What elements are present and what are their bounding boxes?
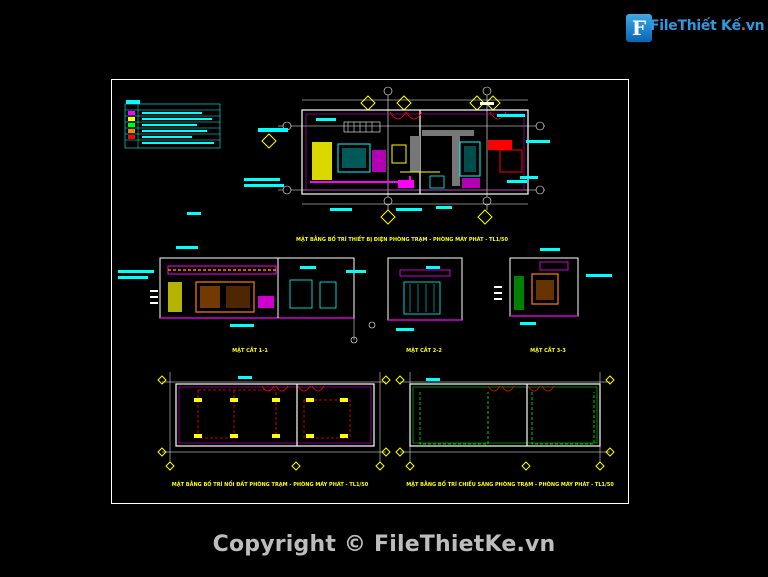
logo-wordmark: FileThiết Kế.vn [650, 18, 765, 34]
copyright-watermark: Copyright © FileThietKe.vn [212, 532, 556, 557]
legend-table [124, 100, 221, 215]
caption-section-3: MẶT CẮT 3-3 [530, 346, 566, 354]
caption-plan-grounding: MẶT BẰNG BỐ TRÍ NỐI ĐẤT PHÒNG TRẠM - PHÒ… [172, 480, 369, 488]
logo-mark-icon: F [626, 14, 652, 42]
caption-plan-lighting: MẶT BẰNG BỐ TRÍ CHIẾU SÁNG PHÒNG TRẠM - … [406, 480, 614, 488]
section-1-1 [118, 246, 366, 344]
grounding-plan [157, 372, 391, 471]
section-2-2 [368, 257, 463, 331]
caption-section-2: MẶT CẮT 2-2 [406, 346, 442, 354]
caption-plan-main: MẶT BẰNG BỐ TRÍ THIẾT BỊ ĐIỆN PHÒNG TRẠM… [296, 235, 509, 243]
drawing-sheet-border [111, 79, 629, 504]
main-equipment-plan [244, 86, 550, 225]
section-3-3 [494, 248, 612, 325]
caption-section-1: MẶT CẮT 1-1 [232, 346, 268, 354]
lighting-plan [395, 372, 615, 471]
filethietke-logo[interactable]: F FileThiết Kế.vn [626, 12, 765, 46]
